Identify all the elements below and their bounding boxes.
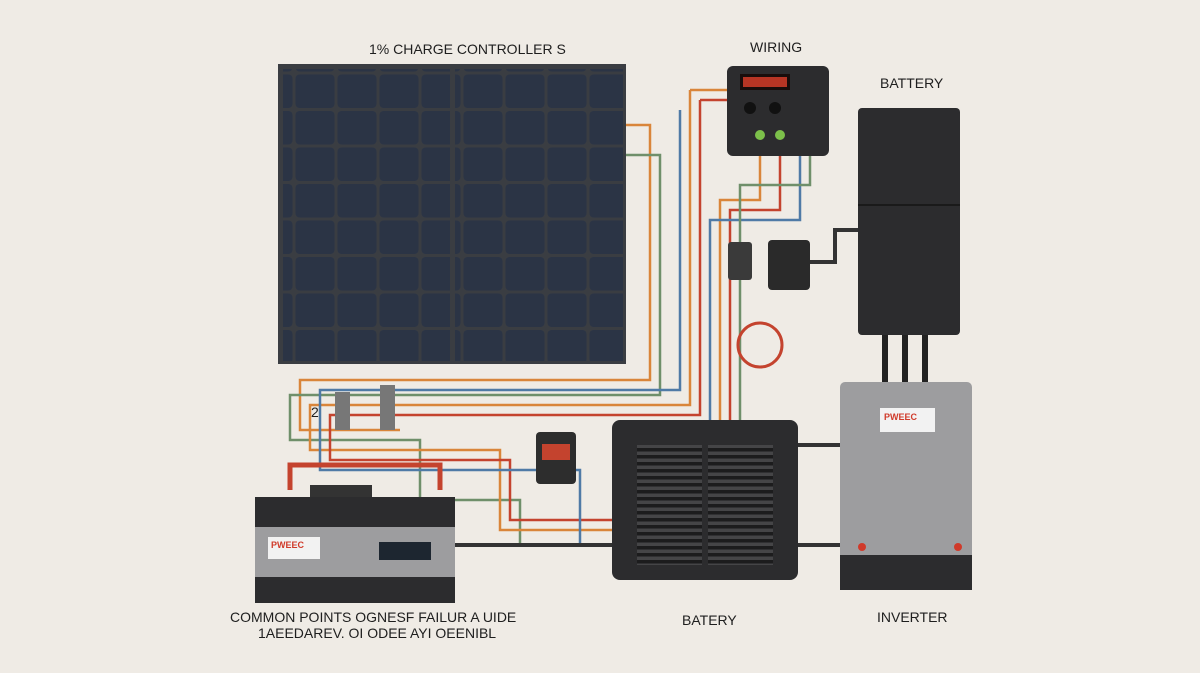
label-charge-controller: 1% CHARGE CONTROLLER S: [369, 41, 566, 57]
charge-controller: [727, 66, 829, 156]
controller-display: [743, 77, 787, 87]
label-inverter: INVERTER: [877, 609, 948, 625]
cable-coil: [736, 321, 784, 369]
multimeter: [536, 432, 576, 484]
inverter-unit: PWEEC: [840, 382, 972, 590]
label-battery-top: BATTERY: [880, 75, 944, 91]
central-battery-unit: [612, 420, 798, 580]
label-marker-2: 2: [311, 404, 319, 420]
solar-panel-right: [450, 64, 626, 364]
inverter-brand-label: [880, 408, 935, 432]
fuse-holder: [380, 385, 395, 430]
caption-line-1: COMMON POINTS OGNESF FAILUR A UIDE: [230, 609, 516, 625]
fuse-box: [728, 242, 752, 280]
inverter-brand-text: PWEEC: [884, 412, 918, 422]
knob-icon: [769, 102, 781, 114]
battery-brand-text: PWEEC: [271, 540, 305, 550]
label-wiring: WIRING: [750, 39, 802, 55]
breaker: [768, 240, 810, 290]
caption-line-2: 1AEEDAREV. OI ODEE AYI OEENIBL: [258, 625, 496, 641]
label-battery-bottom: BATERY: [682, 612, 737, 628]
battery-display: [379, 542, 431, 560]
knob-icon: [744, 102, 756, 114]
fuse-holder: [335, 392, 350, 430]
wiring-bundle: [287, 88, 928, 547]
solar-panel-left: [278, 64, 454, 364]
battery-tower: [858, 108, 960, 335]
lead-battery: PWEEC: [255, 485, 455, 603]
